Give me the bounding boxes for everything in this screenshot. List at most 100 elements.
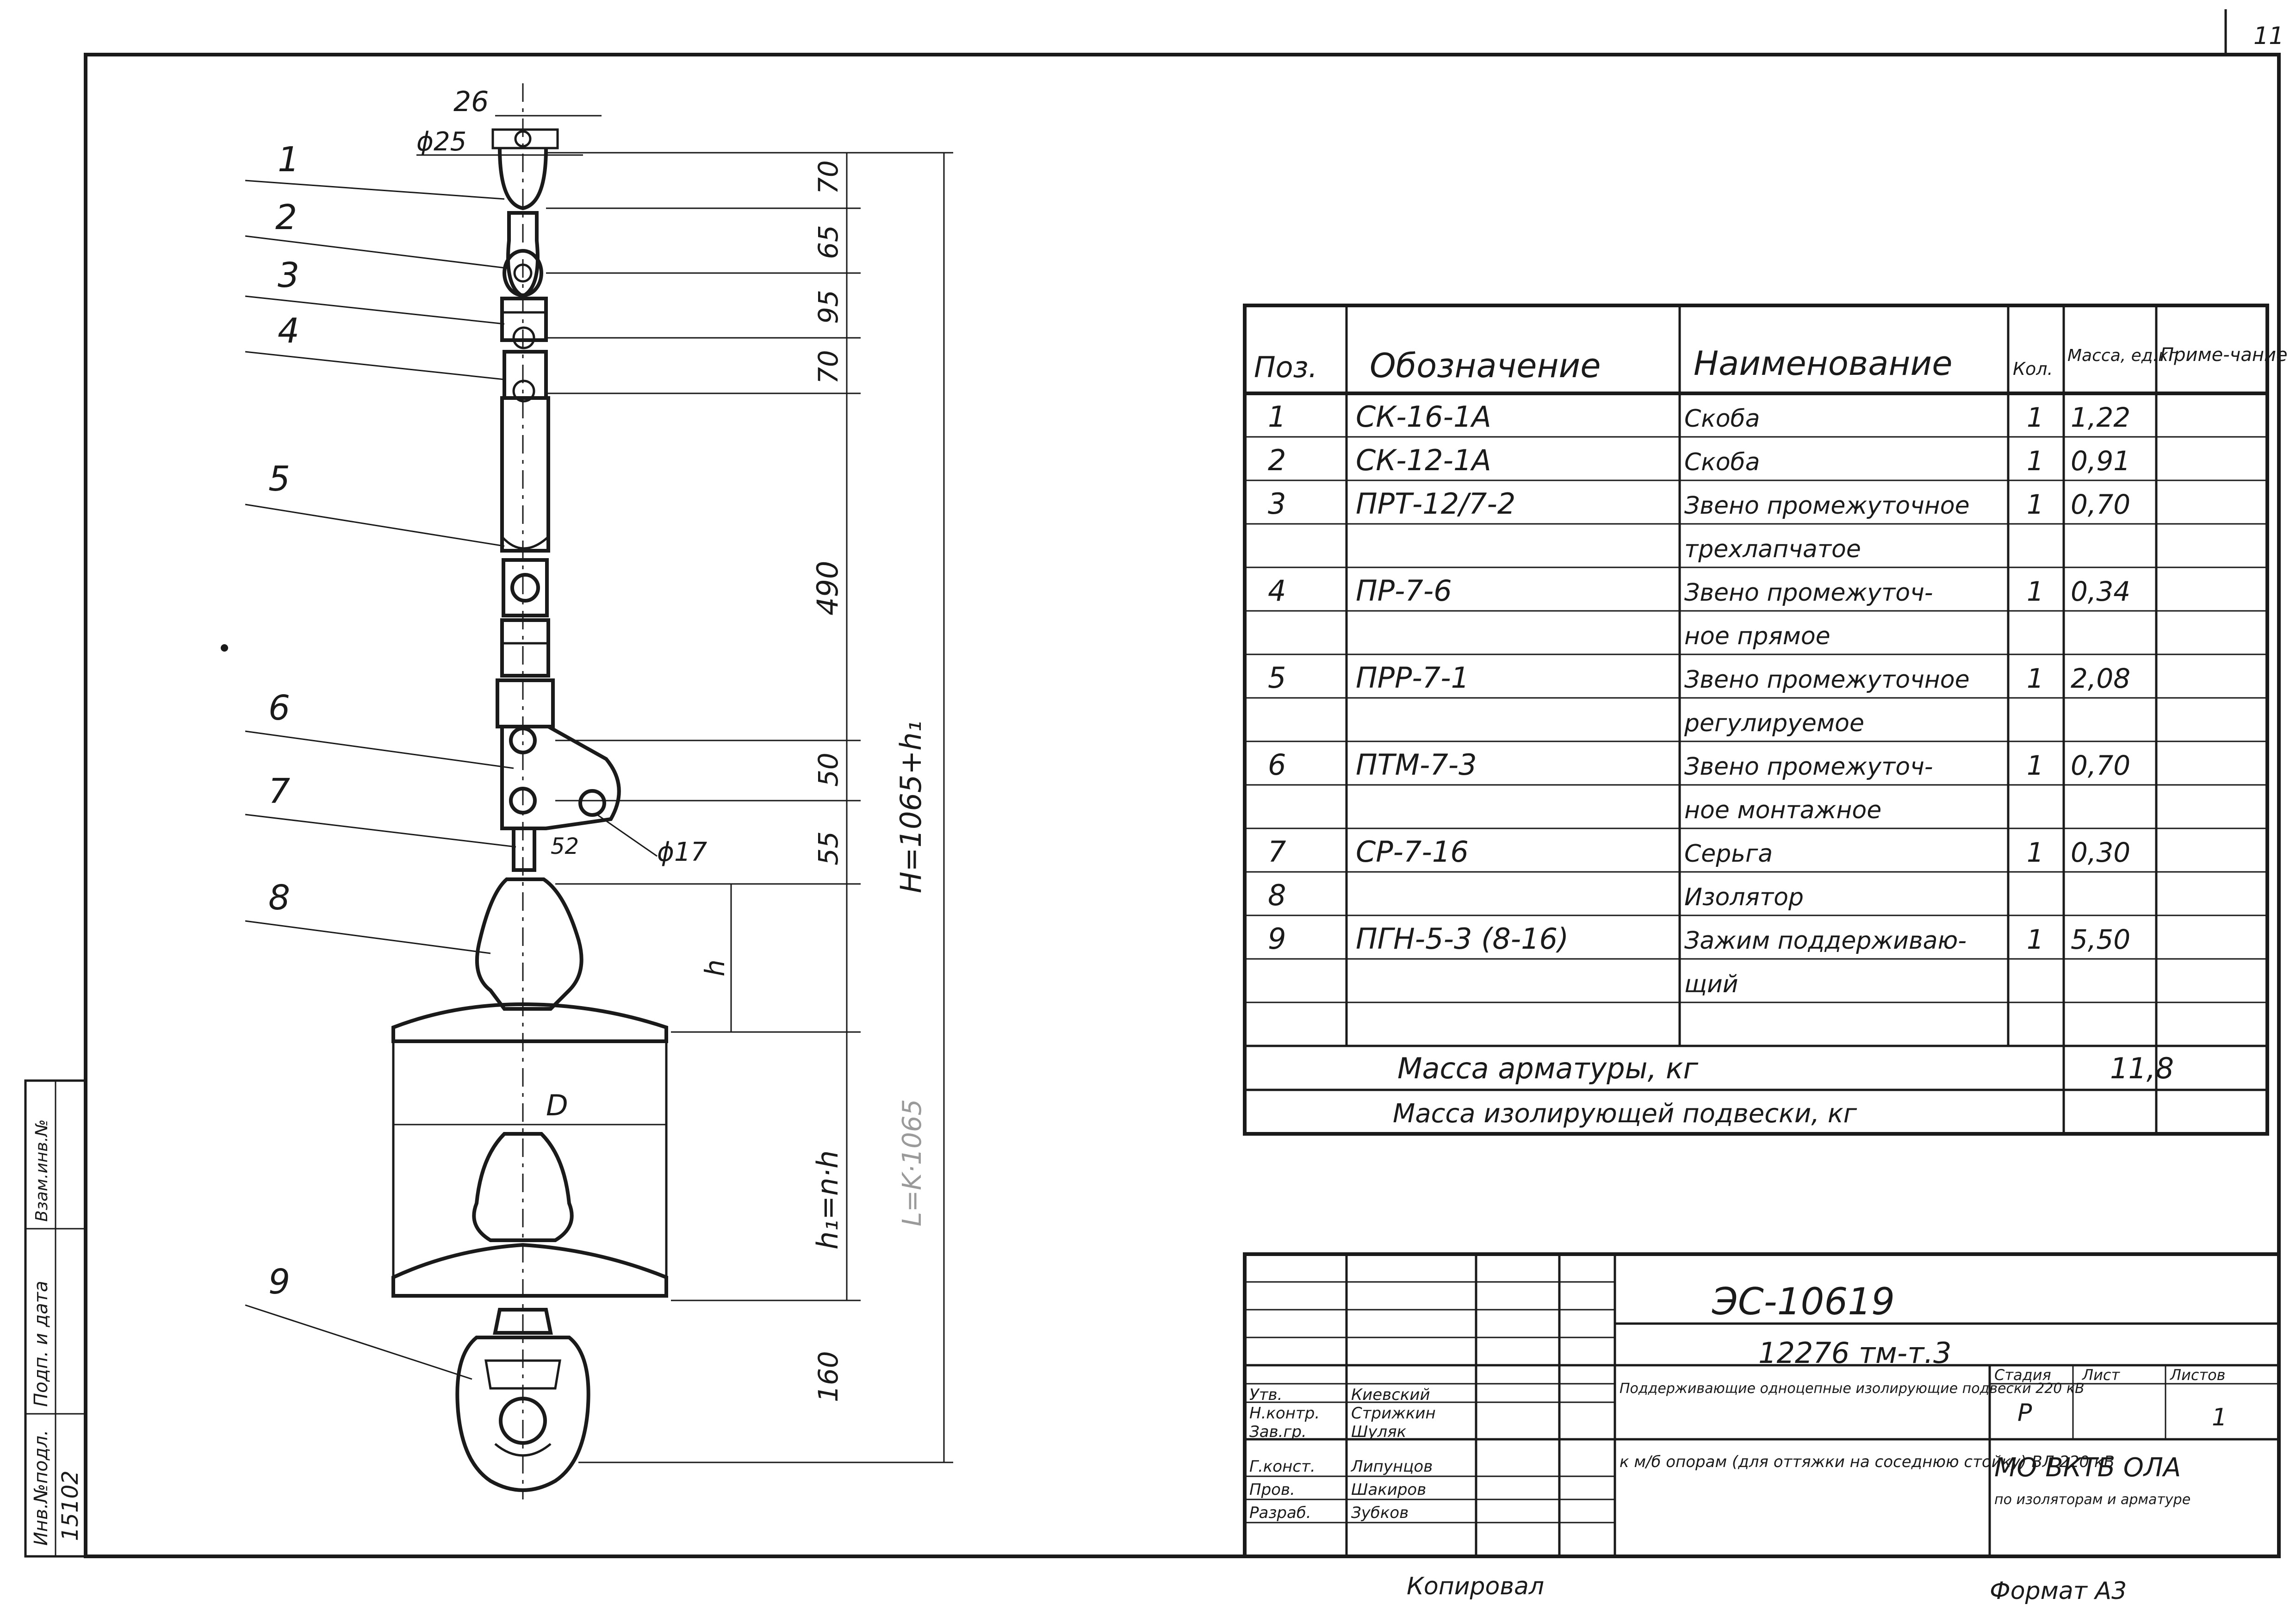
spec-mass: 0,70	[2071, 489, 2130, 520]
name-norm-control: Стрижкин	[1351, 1404, 1436, 1423]
insulator-lower-shed	[391, 1243, 668, 1298]
callout-7: 7	[268, 771, 290, 811]
header-name: Наименование	[1694, 344, 1953, 383]
spec-name: ное монтажное	[1684, 796, 1881, 824]
sheet-code: 12276 тм-т.3	[1758, 1336, 1951, 1370]
header-note: Приме-чание	[2160, 344, 2288, 366]
spec-pos: 5	[1268, 661, 1286, 695]
clamp-9	[455, 1336, 590, 1492]
spec-pos: 9	[1268, 922, 1286, 956]
spec-designation: ПР-7-6	[1356, 574, 1452, 608]
callout-8: 8	[268, 878, 290, 918]
spec-mass: 2,08	[2071, 663, 2130, 694]
role-group-head: Зав.гр.	[1249, 1423, 1307, 1441]
copied-by-label: Копировал	[1407, 1573, 1544, 1600]
title-description: Поддерживающие одноцепные изолирующие по…	[1620, 1380, 2085, 1397]
callout-3: 3	[278, 255, 299, 295]
side-stamp: Инв.№подл. Подп. и дата Взам.инв.№ 15102	[24, 1079, 87, 1558]
callout-6: 6	[268, 688, 290, 728]
dim-52: 52	[551, 833, 579, 859]
spec-name: регулируемое	[1684, 709, 1864, 737]
spec-mass: 5,50	[2071, 924, 2130, 955]
spec-name: Звено промежуточ-	[1684, 579, 1933, 607]
dim-55: 55	[813, 831, 844, 865]
format-label: Формат А3	[1990, 1577, 2127, 1605]
name-group-head: Шуляк	[1351, 1423, 1407, 1441]
dim-65: 65	[813, 225, 844, 259]
spec-pos: 6	[1268, 748, 1286, 782]
dim-h: h	[699, 959, 731, 976]
spec-pos: 3	[1268, 487, 1286, 521]
name-approved: Киевский	[1351, 1386, 1430, 1404]
spec-pos: 1	[1268, 400, 1286, 434]
spec-qty: 1	[2027, 837, 2044, 868]
role-norm-control: Н.контр.	[1249, 1404, 1320, 1423]
spec-qty: 1	[2027, 576, 2044, 607]
header-designation: Обозначение	[1370, 346, 1601, 385]
dim-h1: h₁=n·h	[811, 1150, 844, 1250]
spec-pos: 7	[1268, 835, 1286, 869]
stage-value: Р	[2017, 1399, 2032, 1427]
spec-qty: 1	[2027, 924, 2044, 955]
spec-qty: 1	[2027, 402, 2044, 433]
link-5-middle	[502, 558, 549, 617]
assembly-drawing: 1 2 3 4 5 6 7 8 9 26 ϕ25 70 65 95 70 490…	[221, 83, 953, 1499]
org-name: МО ВКТБ ОЛА	[1994, 1453, 2181, 1483]
dim-hole-diameter: ϕ17	[657, 837, 707, 867]
dim-overall-faint: L=K·1065	[897, 1099, 927, 1226]
title-block: ЭС-10619 12276 тм-т.3 Утв. Н.контр. Зав.…	[1243, 1252, 2281, 1558]
spec-name: Скоба	[1684, 405, 1760, 433]
dim-top-width: 26	[453, 86, 489, 118]
callout-2: 2	[275, 198, 297, 237]
spec-name: Звено промежуточ-	[1684, 753, 1933, 781]
dim-disc-diameter: D	[546, 1088, 568, 1122]
total-suspension-label: Масса изолирующей подвески, кг	[1393, 1099, 1857, 1129]
link-4	[503, 350, 548, 400]
swap-inv-label: Взам.инв.№	[32, 1119, 51, 1222]
dim-50: 50	[813, 752, 844, 787]
shackle-1	[498, 148, 548, 211]
dim-95: 95	[813, 290, 844, 324]
spec-name: Серьга	[1684, 840, 1773, 868]
insulator-lower-cap	[472, 1132, 574, 1242]
callout-leaders	[245, 180, 516, 1380]
spec-mass: 1,22	[2071, 402, 2130, 433]
dim-70-top: 70	[813, 160, 844, 194]
spec-name: Зажим поддерживаю-	[1684, 927, 1967, 955]
header-qty: Кол.	[2013, 359, 2053, 379]
spec-designation: СР-7-16	[1356, 835, 1469, 869]
callout-5: 5	[268, 459, 290, 499]
link-6	[500, 725, 621, 830]
spec-name: Изолятор	[1684, 883, 1804, 911]
pin-part	[491, 128, 559, 149]
role-checked: Пров.	[1249, 1480, 1295, 1499]
doc-code: ЭС-10619	[1712, 1280, 1895, 1323]
spec-designation: СК-16-1А	[1356, 400, 1491, 434]
role-chief-designer: Г.конст.	[1249, 1457, 1316, 1476]
header-mass: Масса, ед.кг	[2067, 346, 2178, 365]
name-developed: Зубков	[1351, 1504, 1409, 1522]
clevis-7	[512, 827, 536, 872]
spec-qty: 1	[2027, 445, 2044, 477]
insulator-shed	[391, 1002, 668, 1043]
link-5-upper	[500, 396, 550, 553]
sheet-frame	[84, 53, 2281, 1558]
name-chief-designer: Липунцов	[1350, 1457, 1433, 1476]
callout-4: 4	[278, 311, 299, 351]
sheet-label: Лист	[2082, 1366, 2120, 1384]
total-fittings-label: Масса арматуры, кг	[1397, 1051, 1698, 1085]
spec-designation: ПРТ-12/7-2	[1356, 487, 1515, 521]
spec-mass: 0,70	[2071, 750, 2130, 781]
spec-qty: 1	[2027, 489, 2044, 520]
header-pos: Поз.	[1254, 350, 1317, 384]
sheets-total: 1	[2212, 1404, 2227, 1431]
spec-designation: СК-12-1А	[1356, 443, 1491, 477]
dim-overall: H=1065+h₁	[894, 721, 928, 893]
spec-designation: ПГН-5-3 (8-16)	[1356, 922, 1569, 956]
spec-pos: 4	[1268, 574, 1286, 608]
sheets-label: Листов	[2170, 1366, 2226, 1384]
spec-mass: 0,34	[2071, 576, 2130, 607]
inv-label: Инв.№подл.	[31, 1430, 52, 1546]
callout-1: 1	[278, 140, 299, 180]
